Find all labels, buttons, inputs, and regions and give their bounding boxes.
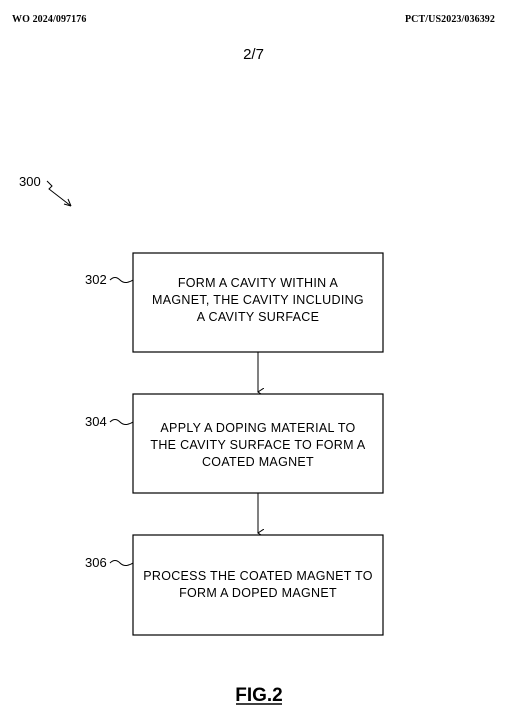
step-ref-leader <box>109 277 134 283</box>
diagram-reference-arrow <box>46 180 72 207</box>
publication-number: WO 2024/097176 <box>12 14 87 25</box>
application-number: PCT/US2023/036392 <box>404 14 495 25</box>
step-ref-label: 306 <box>85 555 107 570</box>
step-ref-leader <box>109 419 134 425</box>
step-text-line-1: APPLY A DOPING MATERIAL TO <box>160 421 355 435</box>
diagram-reference-label: 300 <box>19 174 41 189</box>
step-text-line-2: MAGNET, THE CAVITY INCLUDING <box>152 293 364 307</box>
step-text-line-1: PROCESS THE COATED MAGNET TO <box>143 569 373 583</box>
step-text-line-3: A CAVITY SURFACE <box>197 310 319 324</box>
step-text-line-2: FORM A DOPED MAGNET <box>179 586 337 600</box>
flow-step-302: 302 FORM A CAVITY WITHIN A MAGNET, THE C… <box>85 252 384 353</box>
step-text-line-1: FORM A CAVITY WITHIN A <box>178 276 339 290</box>
sheet-number: 2/7 <box>243 46 264 63</box>
step-box <box>132 534 384 636</box>
step-text-line-3: COATED MAGNET <box>202 455 314 469</box>
step-ref-label: 304 <box>85 414 107 429</box>
step-text-line-2: THE CAVITY SURFACE TO FORM A <box>150 438 366 452</box>
step-box <box>132 393 384 494</box>
step-box <box>132 252 384 353</box>
step-ref-leader <box>109 560 134 566</box>
flow-step-306: 306 PROCESS THE COATED MAGNET TO FORM A … <box>85 534 384 636</box>
flow-step-304: 304 APPLY A DOPING MATERIAL TO THE CAVIT… <box>85 393 384 494</box>
figure-label: FIG.2 <box>235 685 283 706</box>
step-ref-label: 302 <box>85 272 107 287</box>
